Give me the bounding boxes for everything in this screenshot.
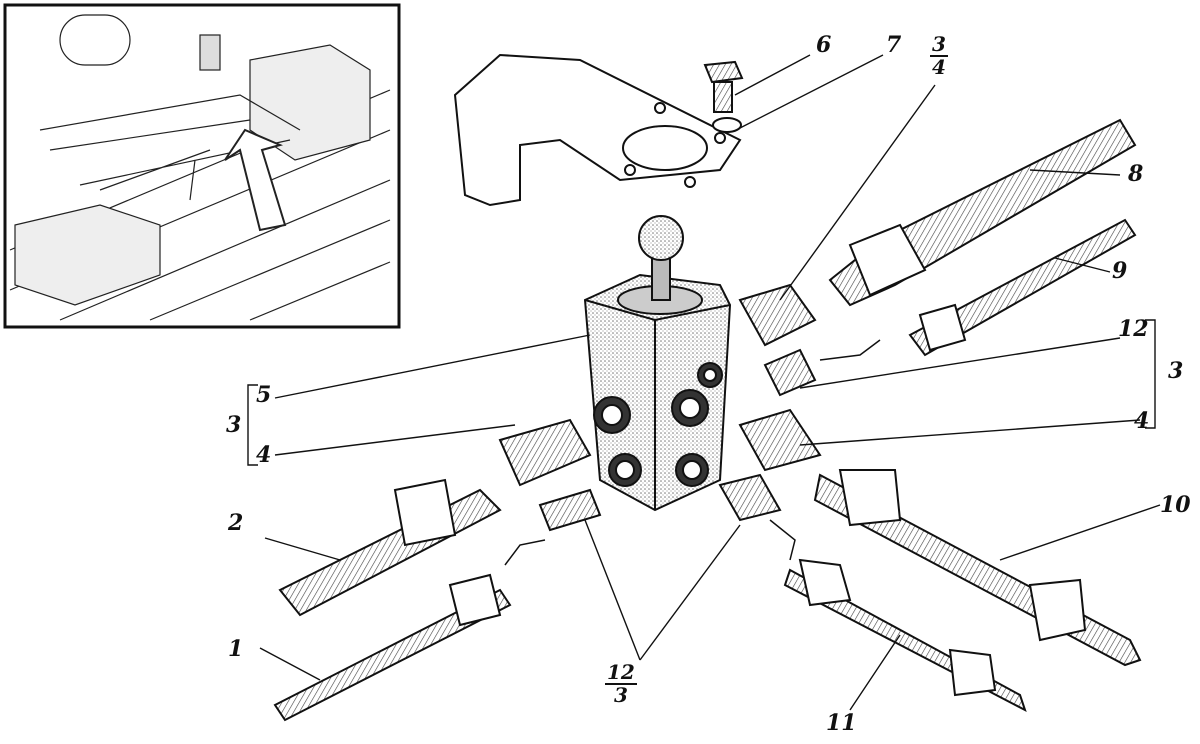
part-label-12-over-3: 12 3 (605, 662, 637, 706)
fraction-denominator: 3 (613, 683, 628, 707)
part-label-5: 5 (256, 382, 272, 408)
part-label-7: 7 (886, 32, 902, 58)
parts-drawing (273, 53, 1142, 722)
inset-location-view (3, 3, 401, 329)
part-label-1: 1 (228, 636, 244, 662)
part-label-10: 10 (1160, 492, 1191, 518)
part-label-4-right: 4 (1134, 408, 1150, 434)
part-label-6: 6 (816, 32, 832, 58)
leader-lines (247, 54, 1161, 711)
part-label-4-left: 4 (256, 442, 272, 468)
fraction-numerator: 12 (605, 660, 637, 685)
fraction-numerator: 3 (930, 32, 948, 57)
part-label-9: 9 (1112, 258, 1128, 284)
part-label-12-right: 12 (1118, 316, 1149, 342)
part-label-2: 2 (228, 510, 244, 536)
part-label-3-left: 3 (226, 412, 242, 438)
part-label-11: 11 (826, 710, 857, 736)
part-label-3-over-4: 3 4 (930, 34, 948, 78)
fraction-denominator: 4 (932, 55, 946, 79)
part-label-8: 8 (1128, 161, 1144, 187)
part-label-3-right: 3 (1168, 358, 1184, 384)
